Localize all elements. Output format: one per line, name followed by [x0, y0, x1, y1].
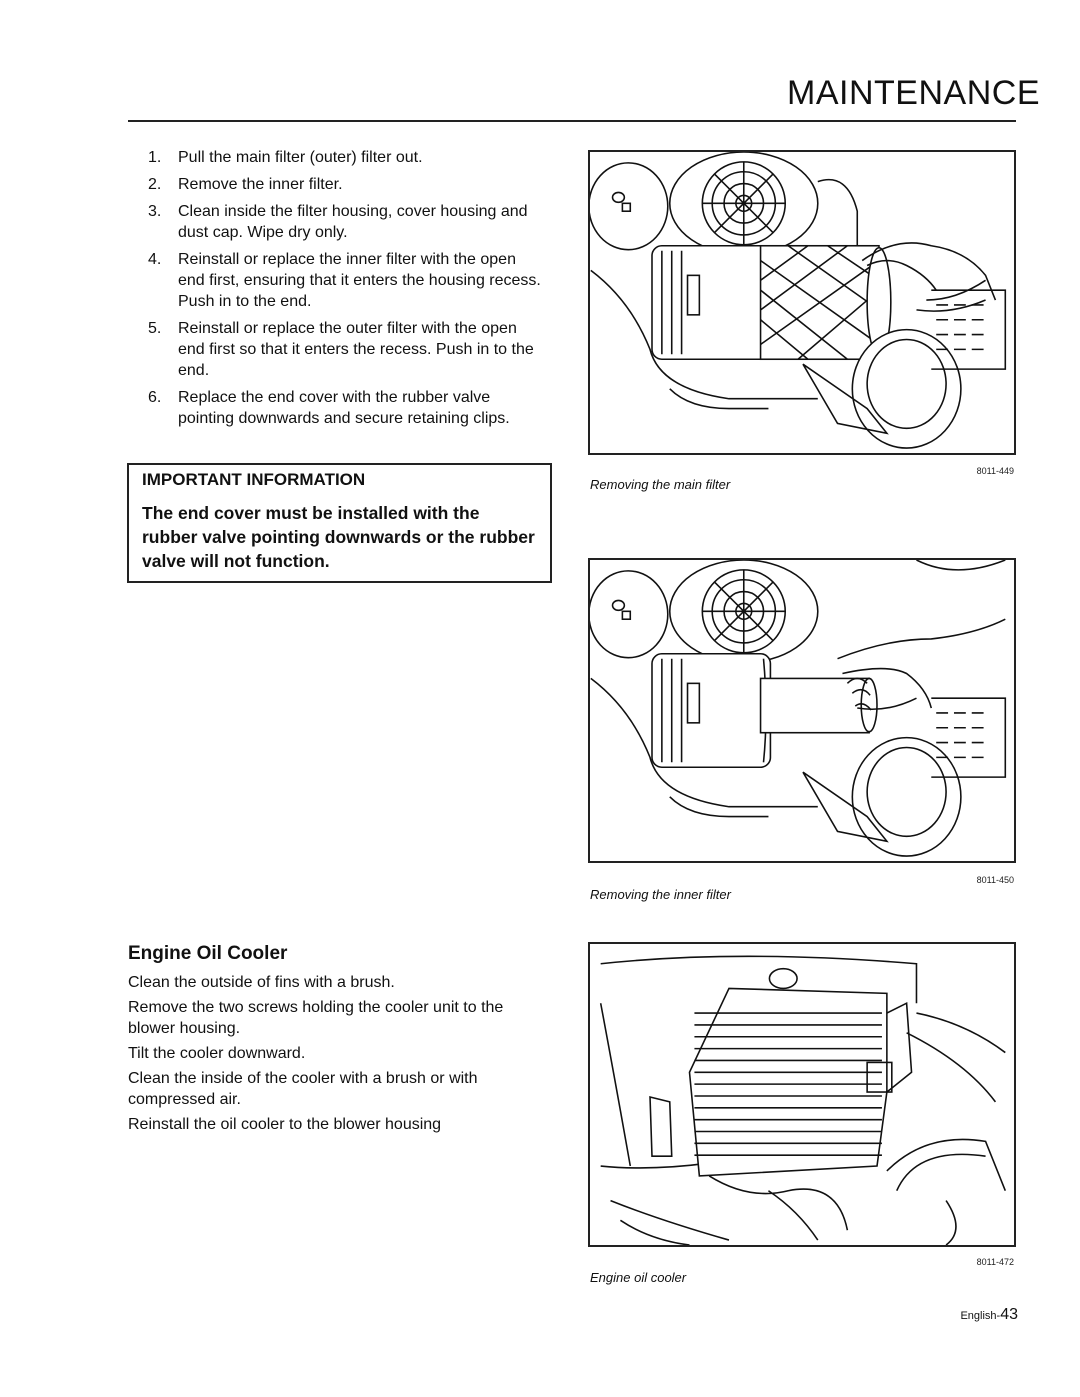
inner-filter-drawing: [590, 560, 1007, 857]
important-title: IMPORTANT INFORMATION: [142, 470, 366, 489]
page-title: MAINTENANCE: [787, 74, 1040, 112]
figure-caption: Engine oil cooler: [590, 1270, 687, 1285]
oil-cooler-instructions: Clean the outside of fins with a brush. …: [128, 972, 548, 1139]
procedure-steps: 1.Pull the main filter (outer) filter ou…: [148, 147, 543, 435]
oil-cooler-drawing: [599, 955, 1007, 1245]
figure-oil-cooler-illustration: [588, 942, 1016, 1247]
list-item: 6.Replace the end cover with the rubber …: [148, 389, 510, 427]
important-body: The end cover must be installed with the…: [142, 503, 535, 571]
figure-main-filter-illustration: [588, 150, 1016, 455]
paragraph: Reinstall the oil cooler to the blower h…: [128, 1116, 442, 1133]
figure-caption: Removing the inner filter: [590, 887, 731, 902]
paragraph: Clean the inside of the cooler with a br…: [128, 1070, 478, 1108]
list-item: 4.Reinstall or replace the inner filter …: [148, 251, 541, 310]
title-divider: [128, 120, 1016, 122]
figure-inner-filter-illustration: [588, 558, 1016, 863]
list-item: 5.Reinstall or replace the outer filter …: [148, 320, 534, 379]
section-heading-oil-cooler: Engine Oil Cooler: [128, 943, 288, 964]
paragraph: Clean the outside of fins with a brush.: [128, 974, 395, 991]
list-item: 2.Remove the inner filter.: [148, 176, 343, 193]
important-information-box: IMPORTANT INFORMATION The end cover must…: [127, 463, 552, 583]
page-number: English-43: [960, 1306, 1018, 1323]
figure-caption: Removing the main filter: [590, 477, 731, 492]
list-item: 1.Pull the main filter (outer) filter ou…: [148, 149, 423, 166]
main-filter-drawing: [590, 152, 1007, 449]
figure-code: 8011-450: [976, 875, 1014, 885]
paragraph: Tilt the cooler downward.: [128, 1045, 306, 1062]
list-item: 3.Clean inside the filter housing, cover…: [148, 203, 528, 241]
figure-code: 8011-472: [976, 1257, 1014, 1267]
figure-code: 8011-449: [976, 466, 1014, 476]
paragraph: Remove the two screws holding the cooler…: [128, 999, 504, 1037]
